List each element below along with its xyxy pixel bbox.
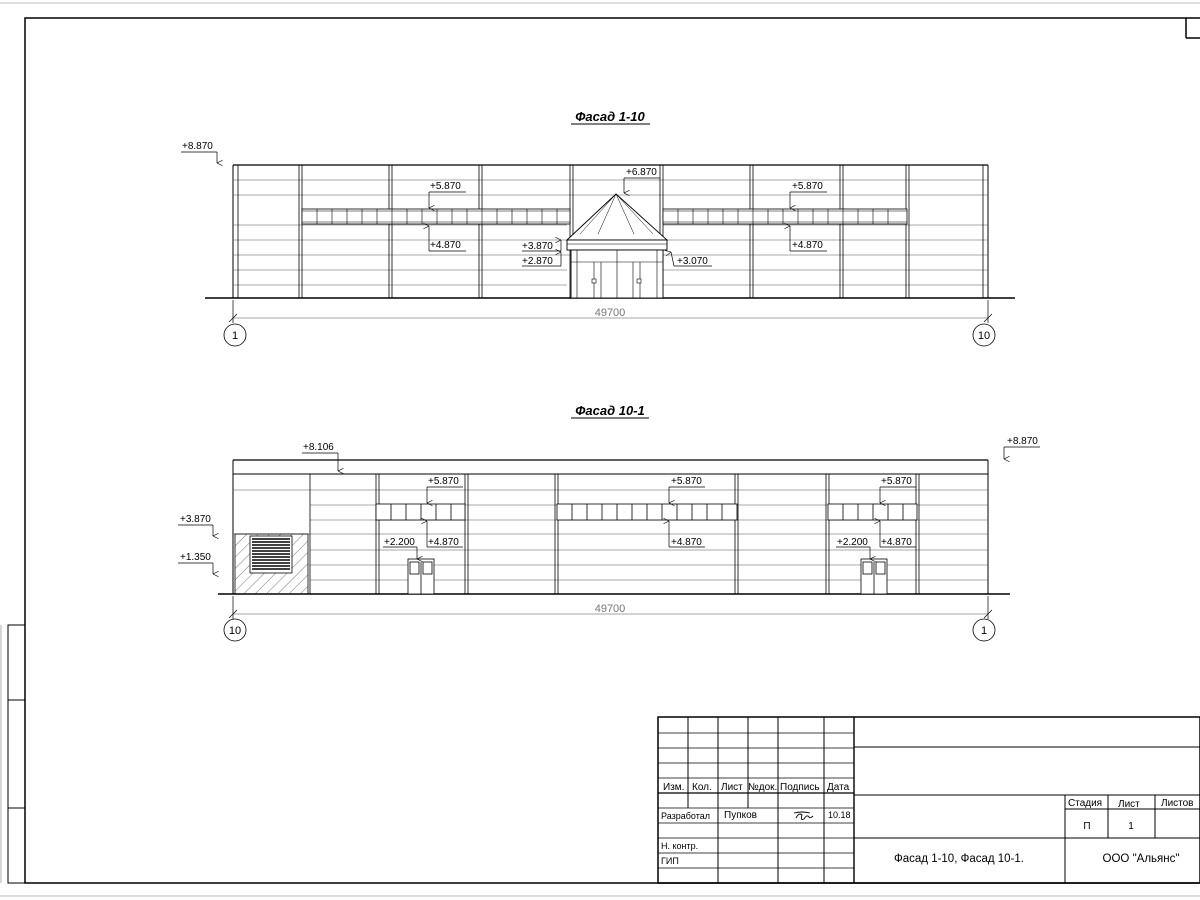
axis-bottom-right: 1: [981, 625, 987, 637]
mark-bottom-win1-bottom: +4.870: [428, 537, 459, 548]
company-name: ООО "Альянс": [1103, 853, 1180, 865]
axis-markers-bottom: 10 1: [223, 618, 996, 642]
drawing-name: Фасад 1-10, Фасад 10-1.: [894, 853, 1024, 865]
mark-top-canopy-eave: +3.870: [522, 241, 553, 252]
axis-top-left: 1: [232, 330, 238, 342]
mark-top-win-right-bottom: +4.870: [792, 240, 823, 251]
mark-bottom-door1-top: +2.200: [384, 537, 415, 548]
mark-bottom-win2-top: +5.870: [671, 476, 702, 487]
title-block: Изм. Кол. Лист №док. Подпись Дата Разраб…: [657, 716, 1200, 884]
signature: [793, 811, 814, 820]
mark-top-win-left-top: +5.870: [430, 181, 461, 192]
axis-top-right: 10: [978, 330, 990, 342]
sheet-label: Лист: [1118, 799, 1140, 810]
header-podpis: Подпись: [780, 782, 820, 793]
mark-bottom-roof-left: +8.106: [303, 442, 334, 453]
sheets-label: Листов: [1161, 798, 1194, 809]
axis-markers-top: 1 10: [223, 323, 996, 347]
norm-control-label: Н. контр.: [661, 841, 698, 851]
developed-label: Разработал: [661, 811, 710, 821]
facade-top-ribbon-window-right: [662, 208, 908, 225]
sheet-value: 1: [1128, 821, 1134, 832]
facade-top-dimension: 49700: [228, 300, 993, 323]
mark-bottom-win2-bottom: +4.870: [671, 537, 702, 548]
header-list: Лист: [721, 782, 743, 793]
facade-bottom-elevation-marks: +8.106 +8.870 +3.870 +1.350 +5.870 +4.87…: [178, 436, 1040, 574]
header-ndok: №док.: [748, 782, 777, 793]
stage-label: Стадия: [1068, 798, 1102, 809]
mark-bottom-gate-top: +3.870: [180, 514, 211, 525]
dimension-top: 49700: [595, 307, 626, 319]
mark-top-canopy: +6.870: [626, 167, 657, 178]
mark-bottom-roof-right: +8.870: [1007, 436, 1038, 447]
facade-1-10: Фасад 1-10: [181, 109, 1015, 347]
facade-bottom-door-1: [407, 558, 435, 595]
header-izm: Изм.: [663, 782, 684, 793]
mark-bottom-door3-top: +2.200: [837, 537, 868, 548]
facade-top-elevation-marks: +8.870 +5.870 +4.870 +6.870 +3.870 +2.87…: [181, 141, 827, 267]
mark-top-win-right-top: +5.870: [792, 181, 823, 192]
header-kol: Кол.: [692, 782, 712, 793]
facade-bottom-dimension: 49700: [228, 596, 993, 619]
facade-bottom-window-3: [827, 503, 918, 521]
mark-bottom-win3-bottom: +4.870: [881, 537, 912, 548]
developed-date: 10.18: [828, 810, 851, 820]
developer-name: Пупков: [724, 810, 757, 821]
mark-top-roof: +8.870: [182, 141, 213, 152]
stage-value: П: [1083, 821, 1090, 832]
facade-bottom-window-2: [556, 503, 738, 521]
facade-top-entrance: [565, 193, 669, 299]
mark-bottom-gate-bottom: +1.350: [180, 552, 211, 563]
mark-bottom-win3-top: +5.870: [881, 476, 912, 487]
mark-top-win-left-bottom: +4.870: [430, 240, 461, 251]
axis-bottom-left: 10: [229, 625, 241, 637]
facade-10-1: Фасад 10-1: [178, 403, 1040, 642]
mark-top-canopy-right: +3.070: [677, 256, 708, 267]
header-data: Дата: [827, 782, 850, 793]
facade-bottom-gate: [234, 533, 309, 595]
mark-top-door: +2.870: [522, 256, 553, 267]
facade-top-ribbon-window-left: [301, 208, 571, 225]
gip-label: ГИП: [661, 856, 679, 866]
facade-bottom-window-1: [375, 503, 466, 521]
dimension-bottom: 49700: [595, 603, 626, 615]
facade-bottom-door-3: [860, 558, 888, 595]
facade-bottom-title: Фасад 10-1: [575, 403, 645, 418]
facade-top-title: Фасад 1-10: [575, 109, 645, 124]
mark-bottom-win1-top: +5.870: [428, 476, 459, 487]
